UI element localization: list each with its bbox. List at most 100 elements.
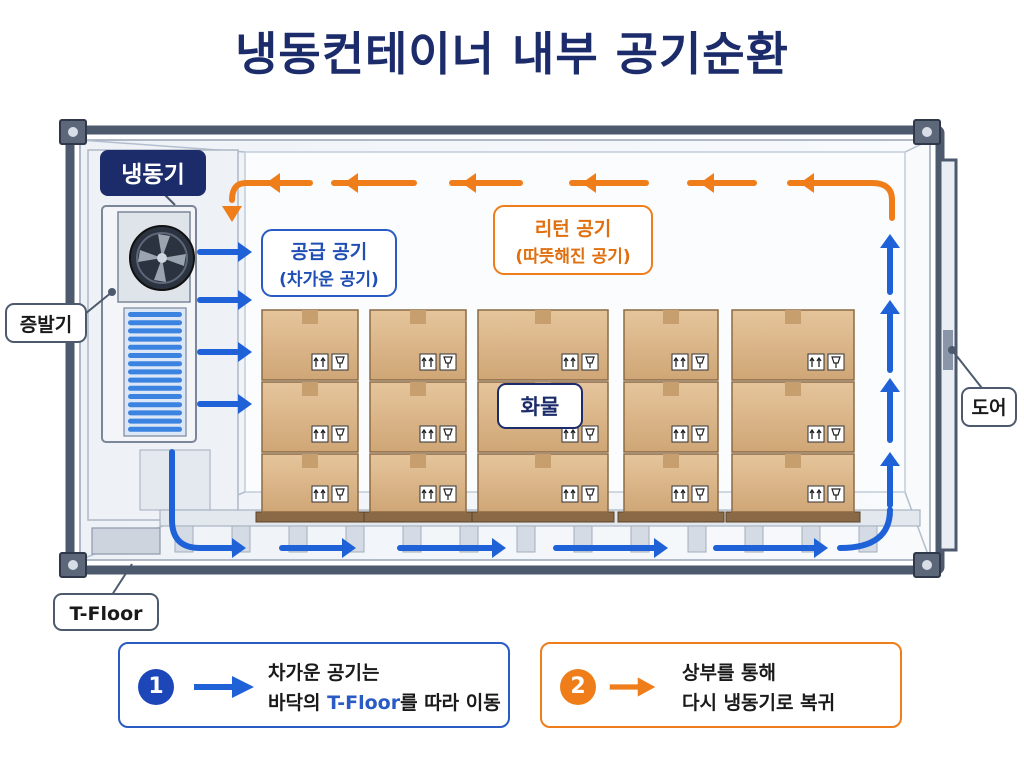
supply-floor-arrow-head — [814, 538, 828, 558]
handling-up-icon — [311, 425, 329, 443]
glass-icon — [695, 488, 705, 500]
box-handling-icon — [561, 353, 599, 371]
arrow-up-icon — [421, 356, 434, 367]
box-tape — [302, 382, 318, 396]
return-air-line1: 리턴 공기 — [535, 218, 612, 240]
box-tape — [535, 310, 551, 324]
glass-icon — [585, 488, 595, 500]
arrow-up-icon — [421, 488, 434, 499]
label-refrigeration-unit-text: 냉동기 — [121, 162, 184, 188]
return-down-turn — [229, 180, 261, 203]
supply-arrow-head — [238, 394, 252, 414]
legend-number-1: 1 — [138, 669, 174, 705]
box-tape — [410, 454, 426, 468]
legend-item-supply: 1 차가운 공기는 바닥의 T-Floor를 따라 이동 — [118, 642, 510, 728]
arrow-up-icon — [563, 356, 576, 367]
cargo-box — [623, 309, 719, 381]
label-refrigeration-unit: 냉동기 — [100, 150, 206, 196]
door — [938, 158, 958, 552]
legend-supply-highlight: T-Floor — [327, 692, 401, 714]
cargo-box — [477, 453, 609, 513]
arrow-up-icon — [563, 488, 576, 499]
cargo-box — [731, 453, 855, 513]
supply-air-line1: 공급 공기 — [291, 241, 368, 263]
coil-fin — [128, 385, 182, 391]
box-handling-icon — [419, 425, 457, 443]
box-tape — [410, 310, 426, 324]
coil-fin — [128, 394, 182, 399]
handling-up-icon — [561, 485, 579, 503]
fan-icon — [117, 211, 195, 303]
label-cargo: 화물 — [497, 383, 583, 429]
cargo-box — [261, 309, 359, 381]
pallet — [363, 511, 473, 523]
arrow-up-icon — [421, 428, 434, 439]
box-handling-icon — [671, 485, 709, 503]
container-diagram: 냉동기 증발기 T-Floor 도어 공급 공기 (차가운 공기) 리턴 공기 … — [5, 119, 1017, 631]
glass-icon — [443, 428, 453, 440]
label-evaporator: 증발기 — [5, 303, 87, 343]
arrow-up-icon — [809, 356, 822, 367]
coil-fin — [128, 328, 182, 334]
glass-icon — [585, 428, 595, 440]
supply-arrow-head — [238, 290, 252, 310]
cargo-box — [261, 453, 359, 513]
box-tape — [663, 454, 679, 468]
label-tfloor-text: T-Floor — [69, 603, 143, 625]
cargo-box — [623, 453, 719, 513]
label-cargo-text: 화물 — [521, 395, 560, 419]
glass-icon — [831, 356, 841, 368]
coil-fin — [128, 418, 182, 424]
coil-fin — [128, 402, 182, 408]
box-handling-icon — [311, 485, 349, 503]
arrow-up-icon — [673, 488, 686, 499]
box-handling-icon — [419, 353, 457, 371]
legend-return-line1: 상부를 통해 — [682, 662, 777, 684]
page-title: 냉동컨테이너 내부 공기순환 — [235, 27, 789, 81]
legend-text-return: 상부를 통해 다시 냉동기로 복귀 — [682, 658, 835, 718]
box-tape — [663, 310, 679, 324]
glass-icon — [335, 428, 345, 440]
supply-arrow-head — [238, 342, 252, 362]
cargo-box — [369, 453, 467, 513]
legend-number-2: 2 — [560, 669, 596, 705]
legend-supply-line1: 차가운 공기는 — [268, 662, 380, 684]
handling-up-icon — [311, 485, 329, 503]
arrow-up-icon — [809, 428, 822, 439]
supply-rise-arrow-head — [880, 378, 900, 392]
legend-supply-line2-before: 바닥의 — [268, 692, 328, 714]
coil-fin — [128, 320, 182, 326]
cargo-box — [369, 309, 467, 381]
supply-floor-arrow-head — [492, 538, 506, 558]
box-tape — [535, 454, 551, 468]
coil-fin — [128, 312, 182, 317]
coil-fin — [128, 344, 182, 350]
arrow-up-icon — [563, 428, 576, 439]
supply-rise-arrow-head — [880, 452, 900, 466]
glass-icon — [831, 488, 841, 500]
return-down-head — [222, 206, 242, 222]
supply-floor-arrow-head — [232, 538, 246, 558]
corner-casting-icon — [59, 119, 941, 578]
handling-up-icon — [807, 485, 825, 503]
supply-arrow-head — [238, 242, 252, 262]
supply-turn-up — [837, 507, 893, 551]
cargo-box — [369, 381, 467, 453]
coil-fin — [128, 377, 182, 383]
box-tape — [410, 382, 426, 396]
arrow-up-icon — [313, 488, 326, 499]
return-top-arrow-head — [266, 173, 280, 193]
supply-floor-arrow-head — [342, 538, 356, 558]
label-return-air: 리턴 공기 (따뜻해진 공기) — [493, 205, 653, 275]
handling-up-icon — [671, 353, 689, 371]
box-handling-icon — [561, 485, 599, 503]
arrow-up-icon — [809, 488, 822, 499]
label-evaporator-text: 증발기 — [20, 314, 72, 336]
legend-supply-line2-after: 를 따라 이동 — [400, 692, 501, 714]
handling-up-icon — [419, 485, 437, 503]
refrigeration-unit — [87, 149, 239, 521]
arrow-up-icon — [313, 428, 326, 439]
return-turn — [827, 180, 895, 221]
glass-icon — [831, 428, 841, 440]
arrow-icon — [609, 677, 656, 697]
